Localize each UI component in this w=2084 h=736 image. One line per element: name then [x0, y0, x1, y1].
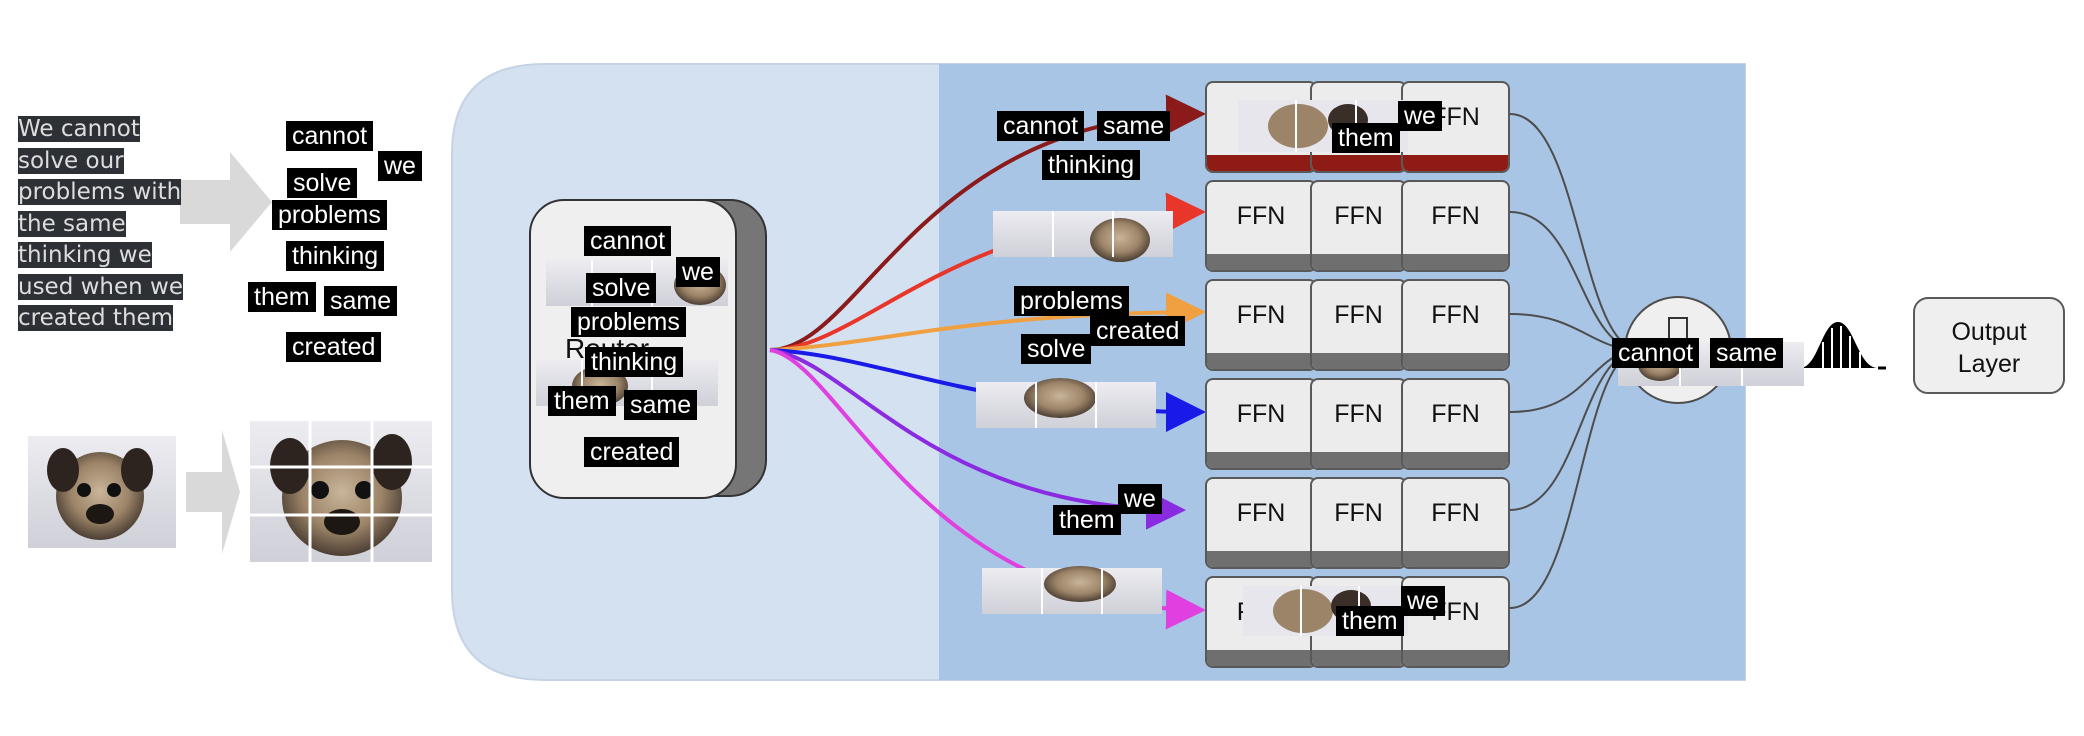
token-them: them	[248, 282, 316, 312]
ffn-block: FFN	[1310, 180, 1407, 272]
output-layer-box	[1913, 297, 2065, 394]
expert1-token-them: them	[1332, 123, 1400, 153]
input-text-line: We cannot	[18, 116, 140, 142]
patch-strip-route-2	[993, 211, 1173, 262]
route-curve-5	[769, 348, 1186, 530]
route1-token-cannot: cannot	[997, 111, 1085, 141]
router-token-problems: problems	[571, 307, 686, 337]
pug-patch-grid	[250, 421, 432, 562]
token-we: we	[378, 151, 422, 181]
ffn-block: FFN	[1401, 180, 1510, 272]
image-to-patches-arrow	[186, 430, 240, 554]
ffn-block: FFN	[1310, 279, 1407, 371]
ffn-block: FFN	[1205, 477, 1317, 569]
route3-token-solve: solve	[1021, 334, 1092, 364]
expert-row-2: FFN FFN FFN	[1205, 180, 1510, 272]
gate-token-same: same	[1710, 338, 1784, 368]
token-created: created	[286, 332, 382, 362]
router-token-solve: solve	[586, 273, 657, 303]
input-text-line: thinking we	[18, 242, 152, 268]
router-token-created: created	[584, 437, 680, 467]
route-curve-1	[769, 94, 1206, 352]
route3-token-problems: problems	[1014, 286, 1129, 316]
ffn-block: FFN	[1310, 378, 1407, 470]
expert6-token-we: we	[1401, 586, 1445, 616]
token-cannot: cannot	[286, 121, 374, 151]
router-token-cannot: cannot	[584, 226, 672, 256]
patch-strip-route-6	[982, 566, 1162, 614]
route1-token-same: same	[1097, 111, 1171, 141]
input-text-line: used when we	[18, 273, 184, 300]
ffn-block: FFN	[1205, 180, 1317, 272]
gate-token-cannot: cannot	[1612, 338, 1700, 368]
route5-token-we: we	[1118, 484, 1162, 514]
router-token-same: same	[624, 390, 698, 420]
router-token-we: we	[676, 257, 720, 287]
patch-overlay-expert-6	[1243, 586, 1408, 636]
router-token-them: them	[548, 386, 616, 416]
expert-row-5: FFN FFN FFN	[1205, 477, 1510, 569]
ffn-block: FFN	[1401, 378, 1510, 470]
input-text-line: solve our	[18, 147, 124, 174]
softmax-distribution-icon	[1800, 322, 1878, 368]
route1-token-thinking: thinking	[1042, 150, 1141, 180]
input-text-line: the same	[18, 210, 126, 237]
patch-strip-route-4	[976, 378, 1156, 428]
token-solve: solve	[287, 168, 358, 198]
input-text-block: We cannot solve our problems with the sa…	[18, 114, 188, 335]
input-text-line: created them	[18, 305, 174, 331]
route5-token-them: them	[1053, 505, 1121, 535]
token-same: same	[324, 286, 398, 316]
pug-input-image	[28, 436, 176, 548]
output-layer-line2: Layer	[1958, 350, 2021, 378]
expert6-token-them: them	[1336, 606, 1404, 636]
expert-row-3: FFN FFN FFN	[1205, 279, 1510, 371]
router-token-thinking: thinking	[585, 347, 684, 377]
token-thinking: thinking	[286, 241, 385, 271]
ffn-block: FFN	[1205, 378, 1317, 470]
expert1-token-we: we	[1398, 101, 1442, 131]
ffn-block: FFN	[1310, 477, 1407, 569]
ffn-block: FFN	[1401, 279, 1510, 371]
input-text-line: problems with	[18, 179, 182, 205]
expert-row-4: FFN FFN FFN	[1205, 378, 1510, 470]
text-to-tokens-arrow	[180, 152, 272, 252]
ffn-block: FFN	[1401, 477, 1510, 569]
output-layer-line1: Output	[1951, 318, 2026, 346]
token-problems: problems	[272, 200, 387, 230]
ffn-block: FFN	[1205, 279, 1317, 371]
route3-token-created: created	[1090, 316, 1186, 346]
